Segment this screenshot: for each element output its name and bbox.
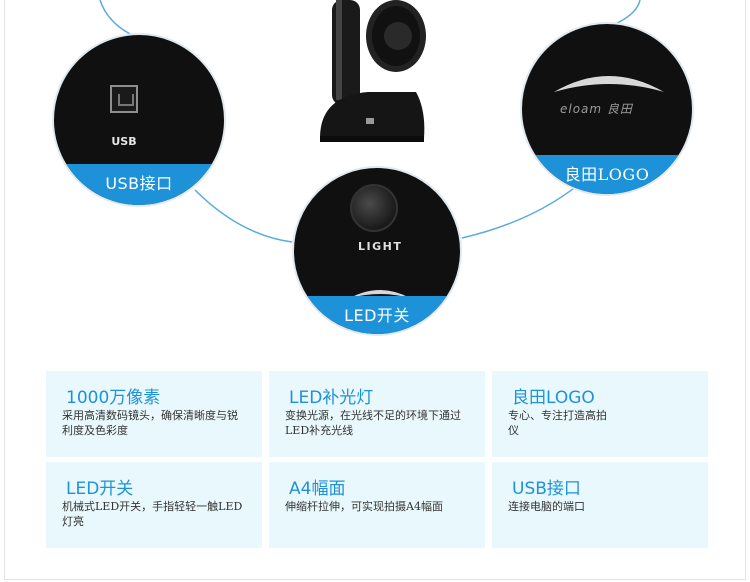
feature-desc: 专心、专注打造高拍仪: [508, 409, 607, 437]
led-light-label: LIGHT: [358, 240, 403, 253]
logo-swoosh-icon: [554, 76, 664, 92]
feature-card: 良田LOGO 专心、专注打造高拍仪: [492, 371, 708, 457]
feature-card: LED补光灯 变换光源，在光线不足的环境下通过LED补充光线: [269, 371, 485, 457]
feature-desc: 变换光源，在光线不足的环境下通过LED补充光线: [285, 409, 461, 437]
logo-band-label: 良田LOGO: [522, 155, 692, 194]
scanner-device-image: [320, 0, 426, 142]
feature-desc: 连接电脑的端口: [508, 500, 585, 513]
usb-band-label: USB接口: [54, 164, 224, 205]
feature-title: LED补光灯: [289, 388, 374, 408]
feature-card: A4幅面 伸缩杆拉伸，可实现拍摄A4幅面: [269, 462, 485, 548]
led-band-label: LED开关: [294, 296, 460, 334]
feature-title: 1000万像素: [66, 388, 161, 408]
feature-title: A4幅面: [289, 479, 346, 499]
feature-desc: 采用高清数码镜头，确保清晰度与锐利度及色彩度: [62, 409, 238, 437]
usb-port-label: USB: [111, 135, 137, 148]
feature-card: USB接口 连接电脑的端口: [492, 462, 708, 548]
feature-grid: 1000万像素 采用高清数码镜头，确保清晰度与锐利度及色彩度 LED补光灯 变换…: [46, 371, 708, 548]
led-swoosh-icon: [350, 290, 410, 298]
usb-port-closeup: USB USB接口: [52, 33, 226, 207]
feature-desc: 机械式LED开关，手指轻轻一触LED灯亮: [62, 500, 243, 528]
feature-title: USB接口: [512, 479, 581, 499]
feature-desc: 伸缩杆拉伸，可实现拍摄A4幅面: [285, 500, 443, 513]
led-knob-icon: [350, 184, 398, 232]
usb-port-icon: [110, 85, 138, 113]
brand-logo-text: eloam 良田: [560, 102, 633, 116]
feature-title: LED开关: [66, 479, 134, 499]
feature-card: 1000万像素 采用高清数码镜头，确保清晰度与锐利度及色彩度: [46, 371, 262, 457]
led-switch-closeup: LIGHT LED开关: [292, 166, 462, 336]
page-frame: [4, 0, 746, 580]
feature-title: 良田LOGO: [512, 388, 595, 408]
feature-card: LED开关 机械式LED开关，手指轻轻一触LED灯亮: [46, 462, 262, 548]
logo-closeup: eloam 良田 良田LOGO: [520, 22, 694, 196]
